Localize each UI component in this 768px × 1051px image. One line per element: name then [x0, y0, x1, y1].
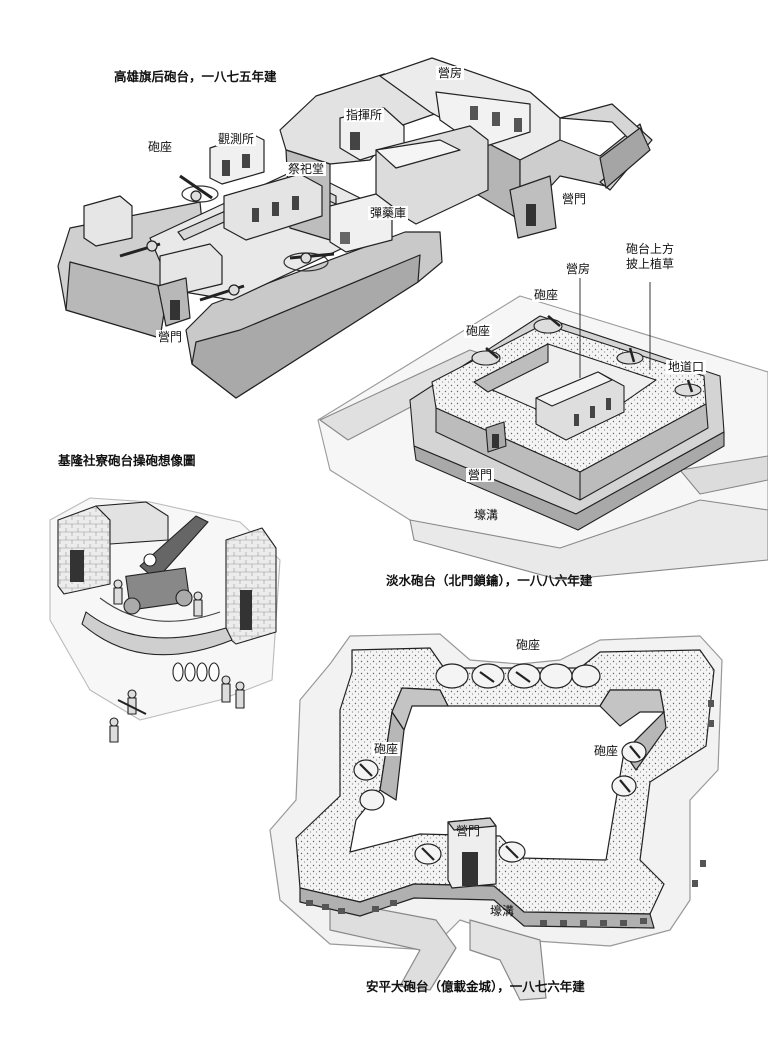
label-observation-post: 觀測所 [216, 132, 257, 146]
label-shrine: 祭祀堂 [286, 162, 327, 176]
label-anping-gate: 營門 [456, 824, 481, 838]
label-gun-emplacement: 砲座 [146, 140, 175, 154]
fort-anping-title: 安平大砲台（億載金城），一八七六年建 [366, 979, 585, 994]
keelung-scene-title: 基隆社寮砲台操砲想像圖 [58, 453, 196, 468]
fort-cijin-drawing [57, 57, 653, 399]
label-tamsui-grass-line2: 披上植草 [626, 257, 675, 271]
label-anping-gun-top: 砲座 [514, 638, 543, 652]
label-barracks: 營房 [436, 66, 465, 80]
fort-tamsui-title: 淡水砲台（北門鎖鑰），一八八六年建 [386, 573, 593, 588]
fort-anping-drawing [269, 633, 723, 1001]
label-tamsui-gate: 營門 [466, 468, 495, 482]
label-anping-moat: 壕溝 [490, 904, 515, 918]
label-anping-gun-right: 砲座 [592, 744, 621, 758]
label-tamsui-tunnel: 地道口 [666, 360, 707, 374]
label-tamsui-grass-line1: 砲台上方 [626, 242, 675, 256]
label-command-post: 指揮所 [344, 108, 385, 122]
fort-tamsui-drawing [317, 278, 768, 581]
label-gate-right: 營門 [560, 192, 589, 206]
label-tamsui-gun-left: 砲座 [464, 324, 493, 338]
fort-cijin-title: 高雄旗后砲台，一八七五年建 [114, 69, 277, 84]
label-gate-bottom: 營門 [156, 330, 185, 344]
label-tamsui-barracks: 營房 [564, 262, 593, 276]
label-magazine: 彈藥庫 [368, 206, 409, 220]
fort-cijin-cannon [119, 174, 335, 302]
label-tamsui-gun-top: 砲座 [532, 288, 561, 302]
keelung-gun-scene-drawing [49, 497, 281, 743]
label-tamsui-grass: 砲台上方 披上植草 [624, 242, 677, 272]
label-tamsui-moat: 壕溝 [474, 508, 499, 522]
label-anping-gun-left: 砲座 [372, 742, 401, 756]
